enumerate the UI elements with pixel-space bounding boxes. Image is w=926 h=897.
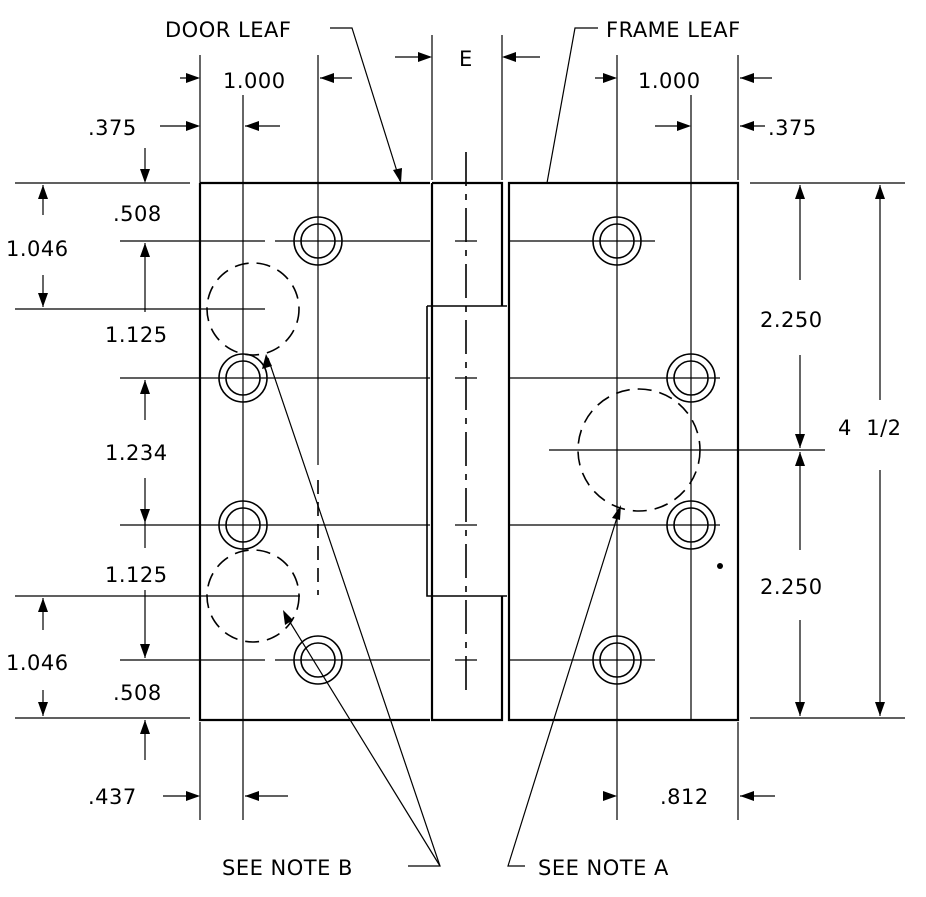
dim-812-arrows — [603, 791, 775, 801]
dim-left-1046-top: 1.046 — [6, 237, 69, 261]
see-note-b-label: SEE NOTE B — [222, 856, 353, 880]
screw-hole — [218, 353, 268, 403]
dim-left-508-top: .508 — [113, 202, 162, 226]
dim-bottom-812: .812 — [660, 785, 709, 809]
dim-left-1125-bottom: 1.125 — [105, 563, 168, 587]
dim-left-1234: 1.234 — [105, 441, 168, 465]
dim-1046-top-arrows — [38, 185, 48, 307]
dim-right-2250-top: 2.250 — [760, 308, 823, 332]
frame-leaf-label: FRAME LEAF — [606, 18, 741, 42]
dim-left-508-bottom: .508 — [113, 681, 162, 705]
dim-overall-height: 4 1/2 — [838, 416, 902, 440]
dim-1125-bottom-arrows — [140, 590, 150, 658]
screw-hole — [293, 635, 343, 685]
dim-437-arrows — [163, 791, 288, 801]
screw-hole — [592, 635, 642, 685]
note-a-leader — [507, 505, 621, 867]
alternate-hole — [206, 262, 300, 356]
dim-top-right-1000: 1.000 — [638, 69, 701, 93]
frame-leaf-outline — [507, 181, 740, 722]
screw-hole — [592, 216, 642, 266]
dim-1000-right-arrows — [595, 73, 772, 83]
dim-overall-arrows — [875, 185, 885, 716]
screw-hole — [218, 500, 268, 550]
dim-2250-bottom-arrows — [795, 452, 805, 716]
dim-508-bottom-arrows — [140, 720, 150, 760]
dim-right-375: .375 — [768, 116, 817, 140]
dim-right-2250-bottom: 2.250 — [760, 575, 823, 599]
dim-375-right-arrows — [655, 121, 765, 131]
gap-label: E — [459, 47, 473, 71]
dim-2250-top-arrows — [795, 185, 805, 448]
dim-508-top-arrows — [140, 148, 150, 312]
door-leaf-outline — [198, 181, 430, 722]
frame-leaf-leader — [546, 27, 598, 184]
dim-left-1125-top: 1.125 — [105, 323, 168, 347]
knuckle-outline — [426, 181, 507, 722]
dim-1000-left-arrows — [180, 73, 352, 83]
screw-hole — [666, 500, 716, 550]
alternate-hole — [577, 388, 701, 512]
note-b-leaders — [262, 354, 441, 867]
screw-hole — [293, 216, 343, 266]
door-leaf-label: DOOR LEAF — [165, 18, 291, 42]
dim-1046-bottom-arrows — [38, 598, 48, 716]
dim-left-375: .375 — [88, 116, 137, 140]
dim-e-arrows — [395, 52, 540, 62]
dim-top-left-1000: 1.000 — [223, 69, 286, 93]
dim-1234-arrows — [140, 380, 150, 548]
see-note-a-label: SEE NOTE A — [538, 856, 669, 880]
door-leaf-leader — [330, 27, 402, 183]
screw-hole — [666, 353, 716, 403]
dim-left-1046-bottom: 1.046 — [6, 651, 69, 675]
dim-bottom-437: .437 — [88, 785, 137, 809]
alternate-hole — [206, 549, 300, 643]
dim-375-left-arrows — [160, 121, 280, 131]
